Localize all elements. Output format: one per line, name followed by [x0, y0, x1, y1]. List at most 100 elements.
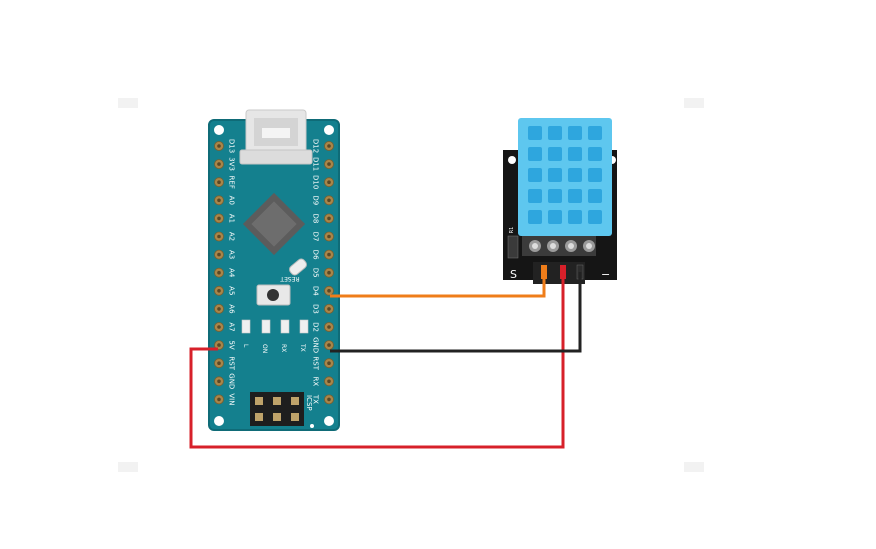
pin-label-left-vin: VIN	[228, 393, 236, 405]
wires	[189, 272, 582, 449]
pin-label-right-d9: D9	[312, 195, 320, 205]
led-label-l: L	[242, 344, 249, 348]
pin-label-right-d8: D8	[312, 213, 320, 223]
pin-hole	[217, 216, 221, 221]
vcc-wire	[189, 272, 565, 449]
nano-pin-headers: D133V3REFA0A1A2A3A4A5A6A75VRSTGNDVIND12D…	[214, 139, 334, 405]
pin-label-left-a0: A0	[228, 196, 236, 205]
resistor-label: R1	[509, 227, 515, 234]
pin-hole	[217, 325, 221, 329]
microcontroller-chip	[242, 192, 306, 256]
pin-hole	[327, 270, 331, 275]
reset-label: RESET	[280, 275, 300, 282]
sensor-output-pins	[533, 262, 585, 284]
pin-label-right-gnd: GND	[312, 337, 320, 353]
grille-cell	[548, 126, 562, 140]
pin-hole	[217, 270, 221, 275]
grille-cell	[568, 189, 582, 203]
sensor-header-pins	[529, 240, 595, 252]
corner-marks	[118, 98, 704, 472]
pin-hole	[327, 379, 331, 384]
gnd-wire	[330, 272, 582, 353]
pin-hole	[327, 180, 331, 184]
pin-hole	[217, 234, 221, 239]
sensor-resistor	[507, 235, 519, 259]
pin-label-left-a2: A2	[228, 232, 236, 241]
grille-cell	[528, 189, 542, 203]
ground-pin-label: −	[601, 268, 610, 281]
pin-label-right-d11: D11	[312, 157, 320, 171]
pin-label-right-d12: D12	[312, 139, 320, 153]
pin-label-right-d7: D7	[312, 232, 320, 242]
pin-label-right-d5: D5	[312, 268, 320, 278]
pin-hole	[327, 397, 331, 402]
pin-label-left-a7: A7	[228, 322, 236, 331]
sensor-housing	[518, 118, 612, 236]
pin-hole	[217, 379, 221, 384]
pin-hole	[217, 180, 221, 184]
pin-hole	[327, 144, 331, 148]
pin-label-left-d13: D13	[228, 139, 236, 153]
dht-sensor-module: R1 S −	[503, 118, 617, 284]
sensor-grille	[528, 126, 602, 224]
pin-label-right-d10: D10	[312, 175, 320, 189]
pin-hole	[217, 144, 221, 148]
grille-cell	[548, 189, 562, 203]
arduino-nano-board: RESET L ON RX TX ICSP D133V3REFA0A1A2A3A…	[208, 109, 340, 431]
grille-cell	[588, 147, 602, 161]
pin-hole	[327, 216, 331, 221]
grille-cell	[528, 126, 542, 140]
pin-label-right-d4: D4	[312, 286, 320, 296]
pin-hole	[327, 198, 331, 203]
grille-cell	[568, 210, 582, 224]
icsp-header	[250, 392, 314, 428]
pin-label-right-d2: D2	[312, 322, 320, 332]
pin-hole	[217, 198, 221, 203]
pin-label-left-a4: A4	[228, 268, 236, 278]
pin-label-left-3v3: 3V3	[228, 157, 236, 171]
grille-cell	[548, 168, 562, 182]
pin-label-right-rx: RX	[312, 376, 320, 386]
pin-label-left-a1: A1	[228, 214, 236, 223]
mount-hole	[324, 416, 334, 426]
pin-label-left-5v: 5V	[228, 340, 236, 349]
pin-hole	[327, 289, 331, 293]
pin-hole	[327, 361, 331, 366]
pin-hole	[217, 397, 221, 402]
pin-label-right-d3: D3	[312, 304, 320, 314]
pin-label-left-a3: A3	[228, 250, 236, 259]
pin-hole	[327, 252, 331, 257]
pin-label-right-tx: TX	[312, 394, 320, 404]
grille-cell	[568, 147, 582, 161]
mount-hole	[324, 125, 334, 135]
pin-label-right-rst: RST	[312, 356, 320, 370]
grille-cell	[528, 147, 542, 161]
pin-hole	[217, 361, 221, 366]
pin-hole	[327, 162, 331, 166]
pin-hole	[327, 234, 331, 239]
led-label-rx: RX	[280, 344, 287, 352]
pin-hole	[217, 289, 221, 293]
grille-cell	[588, 210, 602, 224]
grille-cell	[588, 168, 602, 182]
pin-hole	[217, 162, 221, 166]
pin-hole	[217, 252, 221, 257]
pin-label-right-d6: D6	[312, 250, 320, 260]
signal-pin-label: S	[510, 268, 517, 281]
led-labels: L ON RX TX	[242, 343, 306, 353]
pin-hole	[327, 325, 331, 329]
grille-cell	[588, 126, 602, 140]
usb-connector	[239, 109, 313, 165]
grille-cell	[548, 147, 562, 161]
icsp-label: ICSP	[305, 395, 313, 411]
pin-label-left-a6: A6	[228, 304, 236, 314]
mount-hole	[214, 125, 224, 135]
grille-cell	[568, 168, 582, 182]
status-leds	[241, 319, 309, 334]
pin-hole	[217, 307, 221, 311]
data-wire	[330, 272, 546, 298]
grille-cell	[528, 210, 542, 224]
pin-label-left-rst: RST	[228, 356, 236, 370]
reset-button	[256, 284, 291, 306]
